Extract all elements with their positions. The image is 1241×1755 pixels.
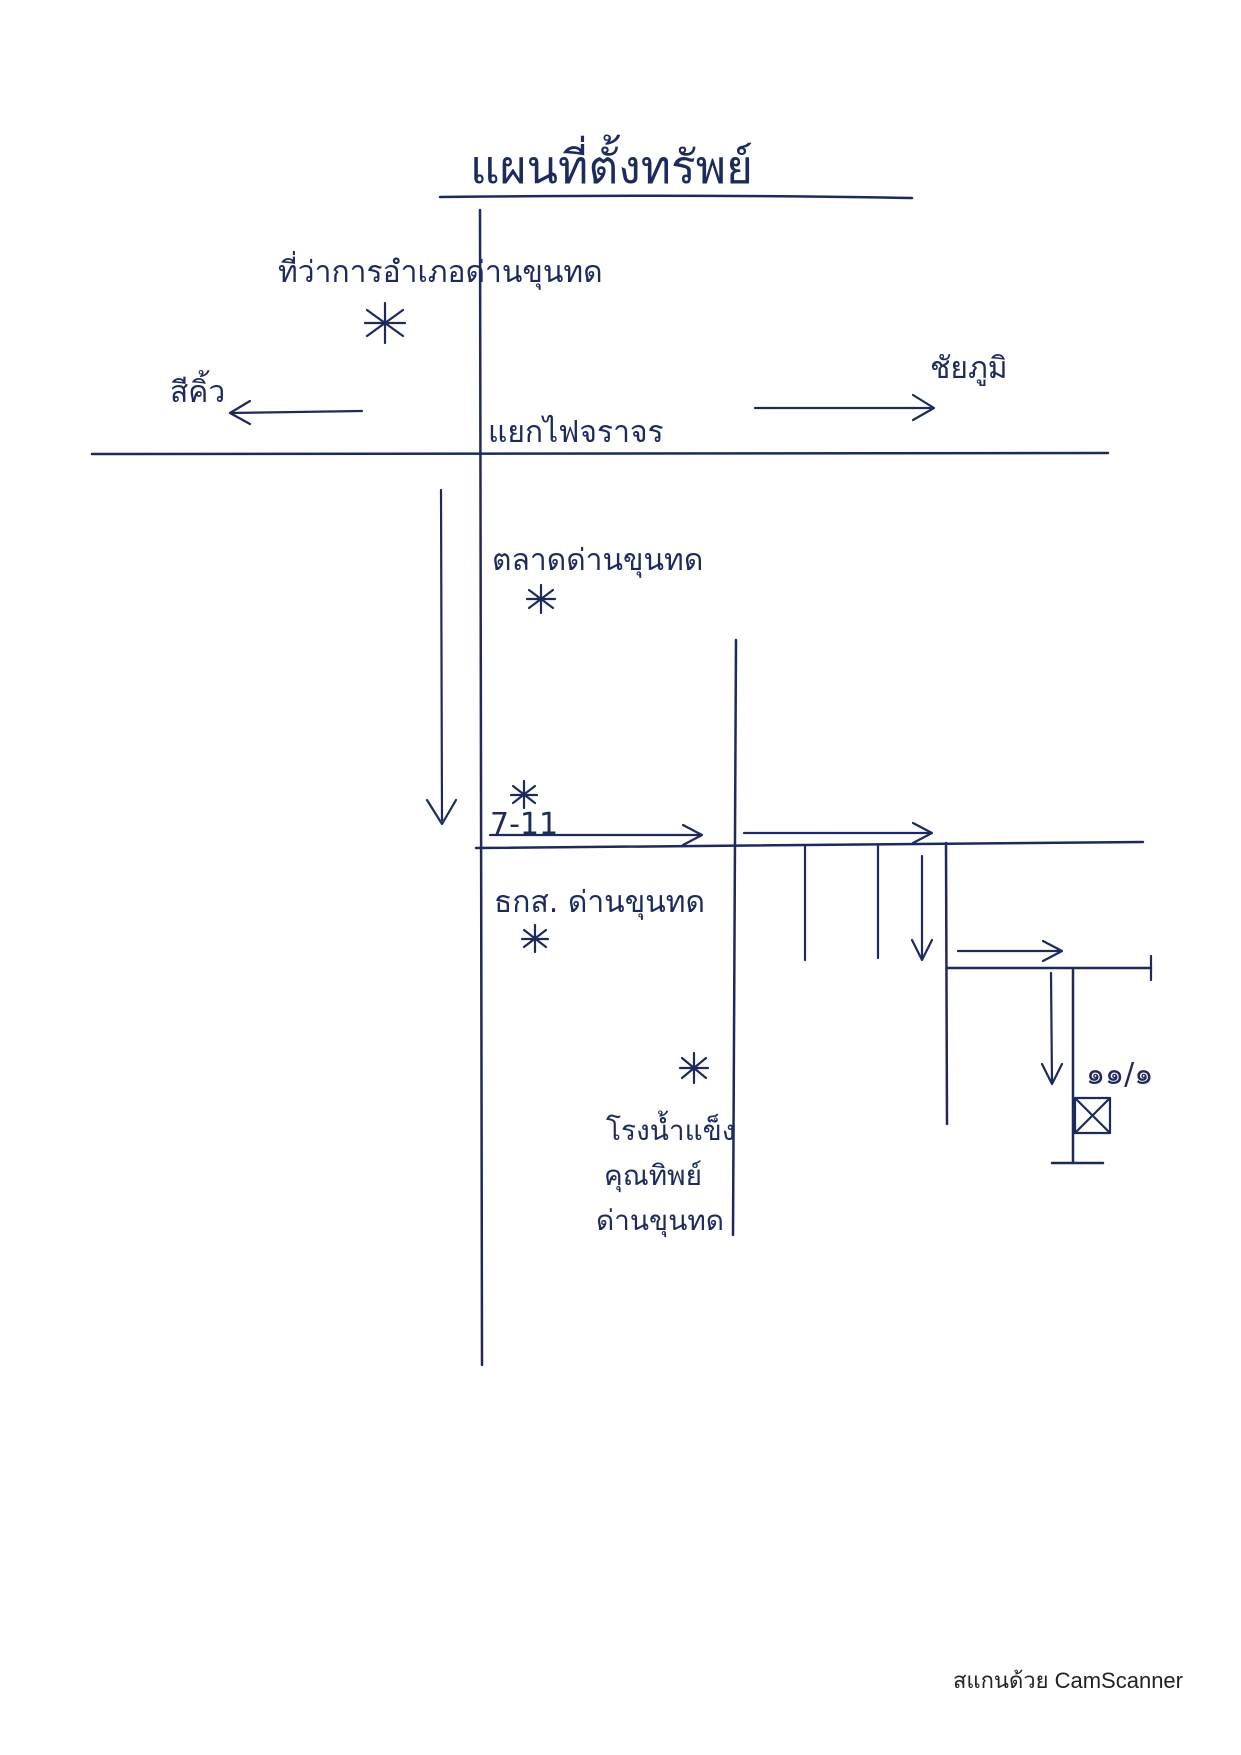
market-label: ตลาดด่านขุนทด [492, 543, 703, 579]
arrow-right-icon [742, 821, 934, 845]
main-road-vertical [478, 208, 484, 1367]
bank-asterisk-icon [520, 923, 550, 954]
side-road-vertical [731, 638, 738, 1237]
arrow-left-icon [228, 399, 364, 426]
boxed-x-icon [1073, 1096, 1112, 1135]
seven-eleven-asterisk-icon [509, 779, 539, 810]
seven-eleven-label: 7-11 [490, 807, 558, 842]
ice-factory-label-line3: ด่านขุนทด [596, 1204, 724, 1238]
property-number-label: ๑๑/๑ [1086, 1057, 1153, 1092]
ice-factory-label-line2: คุณทิพย์ [604, 1159, 702, 1193]
ice-factory-asterisk-icon [678, 1051, 710, 1085]
arrow-right-icon [753, 393, 936, 422]
map-title: แผนที่ตั้งทรัพย์ [470, 134, 753, 194]
title-underline [438, 194, 914, 200]
soi-road-horizontal [474, 840, 1145, 850]
direction-right-label: ชัยภูมิ [930, 351, 1008, 386]
arrow-down-icon [1040, 971, 1064, 1086]
direction-left-label: สีคิ้ว [170, 370, 225, 410]
arrow-right-icon [956, 939, 1064, 963]
arrow-right-icon [488, 823, 704, 847]
soi-branch-3 [944, 841, 949, 1126]
bank-label: ธกส. ด่านขุนทด [494, 885, 705, 921]
market-asterisk-icon [525, 583, 557, 615]
main-road-horizontal [90, 451, 1110, 456]
arrow-down-icon [910, 854, 934, 962]
ice-factory-label-line1: โรงน้ำแข็ง [606, 1110, 735, 1147]
intersection-label: แยกไฟจราจร [488, 414, 664, 450]
scanner-watermark: สแกนด้วย CamScanner [953, 1668, 1183, 1693]
district-office-label: ที่ว่าการอำเภอด่านขุนทด [278, 251, 603, 291]
arrow-down-icon [425, 488, 458, 826]
district-office-asterisk-icon [363, 301, 407, 345]
